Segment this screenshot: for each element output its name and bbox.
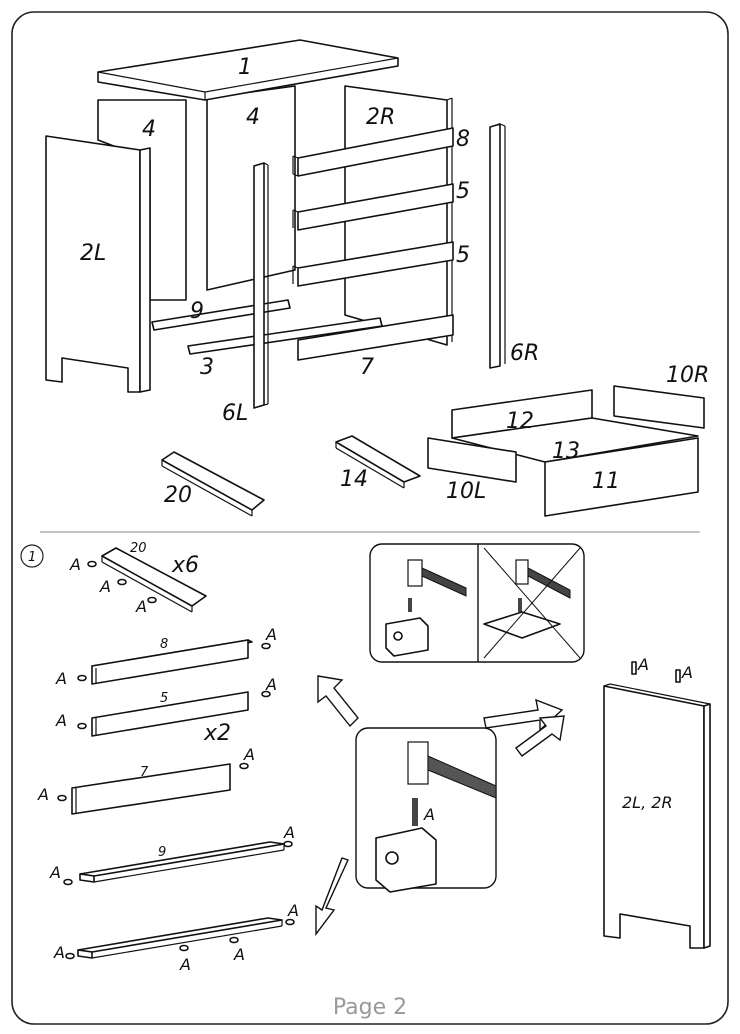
label-drawer-bottom-14: 14: [340, 467, 368, 492]
dowel-icon: [408, 598, 412, 612]
hammer-guide-box: [369, 543, 585, 663]
page-number: Page 2: [333, 995, 407, 1020]
step-circle-icon: [20, 544, 44, 568]
label-rail-5a: 5: [456, 179, 470, 204]
dowel-label: A: [681, 663, 693, 682]
label-post-6r: 6R: [510, 341, 539, 366]
step-rail-8: [77, 639, 271, 685]
post-6r: [489, 123, 501, 369]
label-runner-20: 20: [164, 483, 192, 508]
label-back-right: 4: [246, 105, 260, 130]
hammer-icon: [407, 741, 497, 799]
dowel-label: A: [233, 945, 245, 964]
drawer-side-10l: [427, 437, 517, 483]
drawer-side-10r: [613, 385, 705, 429]
label-drawer-front-11: 11: [592, 469, 620, 494]
rail-5-b: [297, 241, 454, 287]
dowel-label: A: [265, 625, 277, 644]
label-rail-8: 8: [456, 127, 470, 152]
side-panel-step: [603, 661, 711, 949]
side-panel-label: 2L, 2R: [622, 793, 673, 812]
step-qty-20: x6: [171, 553, 199, 578]
step-number: 1: [28, 550, 36, 565]
label-rail-5b: 5: [456, 243, 470, 268]
dowel-label: A: [49, 863, 61, 882]
step-label-7: 7: [140, 765, 149, 780]
dowel-label: A: [37, 785, 49, 804]
label-drawer-base-13: 13: [552, 439, 580, 464]
hammer-icon: [407, 559, 467, 597]
runner-20: [161, 451, 265, 511]
step-rail-7: [57, 762, 249, 815]
dowel-icon: [518, 598, 522, 612]
rail-5-a: [297, 183, 454, 231]
dowel-label: A: [637, 655, 649, 674]
step-runner-20: [87, 547, 207, 613]
step-rail-9: [63, 840, 293, 886]
step-rail-5: [77, 690, 271, 737]
rail-8: [297, 127, 454, 177]
dowel-label: A: [53, 943, 65, 962]
dowel-label: A: [287, 901, 299, 920]
dowel-label: A: [243, 745, 255, 764]
step-slat-3: [65, 917, 295, 960]
drawer-front-11: [544, 437, 699, 517]
label-drawer-side-10r: 10R: [666, 363, 709, 388]
step-label-8: 8: [160, 637, 168, 652]
step-label-20: 20: [130, 541, 147, 556]
dowel-label: A: [55, 669, 67, 688]
dowel-label: A: [423, 805, 435, 824]
dowel-label: A: [99, 577, 111, 596]
dowel-label: A: [179, 955, 191, 974]
rail-7: [297, 314, 454, 361]
top-panel: [97, 39, 399, 101]
dowel-label: A: [283, 823, 295, 842]
step-qty-5: x2: [203, 721, 231, 746]
label-drawer-back-12: 12: [506, 409, 534, 434]
label-drawer-side-10l: 10L: [446, 479, 486, 504]
label-top: 1: [238, 55, 252, 80]
label-slat-3: 3: [200, 355, 214, 380]
dowel-label: A: [265, 675, 277, 694]
label-back-left: 4: [142, 117, 156, 142]
label-side-left: 2L: [80, 241, 106, 266]
arrow-icon: [317, 675, 359, 728]
post-6l: [253, 162, 265, 409]
central-hammer-box: A: [355, 727, 497, 893]
exploded-view: [45, 39, 705, 517]
arrow-icon: [515, 715, 565, 757]
arrow-icon: [315, 857, 349, 937]
label-rail-7: 7: [360, 355, 374, 380]
drawer-bottom-14: [335, 435, 421, 483]
dowel-label: A: [69, 555, 81, 574]
wrong-cross-icon: [483, 547, 581, 659]
step-label-5: 5: [160, 691, 168, 706]
dowel-label: A: [55, 711, 67, 730]
label-rail-9: 9: [190, 299, 204, 324]
label-post-6l: 6L: [222, 401, 248, 426]
label-side-right: 2R: [366, 105, 395, 130]
step-label-9: 9: [158, 845, 166, 860]
dowel-label: A: [135, 597, 147, 616]
dowel-icon: [412, 798, 418, 826]
